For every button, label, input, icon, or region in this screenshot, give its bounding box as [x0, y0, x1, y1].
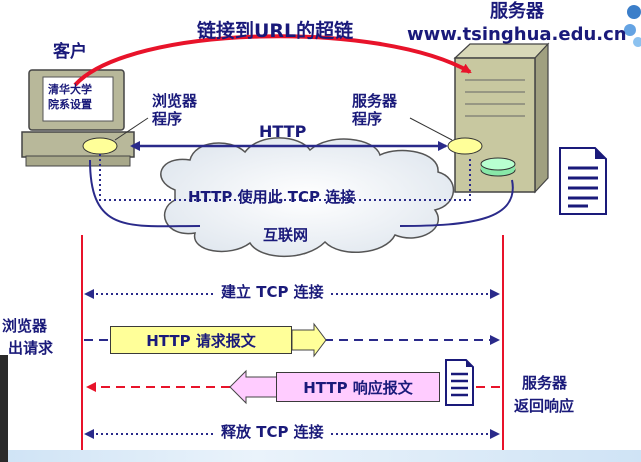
tcp-use-label: HTTP 使用此 TCP 连接: [188, 188, 356, 206]
corner-decoration: [620, 0, 641, 50]
server-program-line1: 服务器: [352, 92, 398, 110]
request-arrow-head: [291, 322, 327, 358]
server-tower: [447, 42, 550, 194]
request-message-box: HTTP 请求报文: [110, 326, 292, 354]
network-path: [89, 159, 514, 228]
browser-request-label-line2: 出请求: [8, 339, 54, 357]
hyperlink-arrow: [73, 34, 472, 87]
client-screen-line2: 院系设置: [48, 98, 92, 111]
browser-program-line1: 浏览器: [152, 92, 198, 110]
internet-label: 互联网: [263, 226, 309, 244]
client-title: 客户: [53, 42, 87, 62]
server-response-label-line2: 返回响应: [514, 397, 575, 415]
document-icon: [559, 147, 607, 215]
tcp-dotted-connection: [99, 154, 471, 201]
server-program-line2: 程序: [352, 110, 383, 128]
release-tcp-label: 释放 TCP 连接: [215, 425, 330, 440]
internet-cloud: [160, 137, 455, 258]
server-url: www.tsinghua.edu.cn: [407, 24, 627, 45]
bottom-strip: [0, 450, 641, 462]
browser-program-line2: 程序: [152, 110, 183, 128]
client-screen-line1: 清华大学: [48, 83, 92, 96]
client-computer: [21, 69, 135, 167]
left-edge-bar: [0, 355, 8, 462]
response-arrow-head: [229, 369, 283, 405]
server-response-label-line1: 服务器: [522, 374, 568, 392]
http-label: HTTP: [259, 122, 307, 141]
response-document-icon: [445, 359, 474, 406]
establish-tcp-label: 建立 TCP 连接: [215, 285, 330, 300]
hyperlink-label: 链接到URL的超链: [197, 20, 354, 42]
server-title: 服务器: [490, 1, 544, 22]
browser-request-label-line1: 浏览器: [2, 317, 48, 335]
response-message-box: HTTP 响应报文: [276, 372, 440, 402]
